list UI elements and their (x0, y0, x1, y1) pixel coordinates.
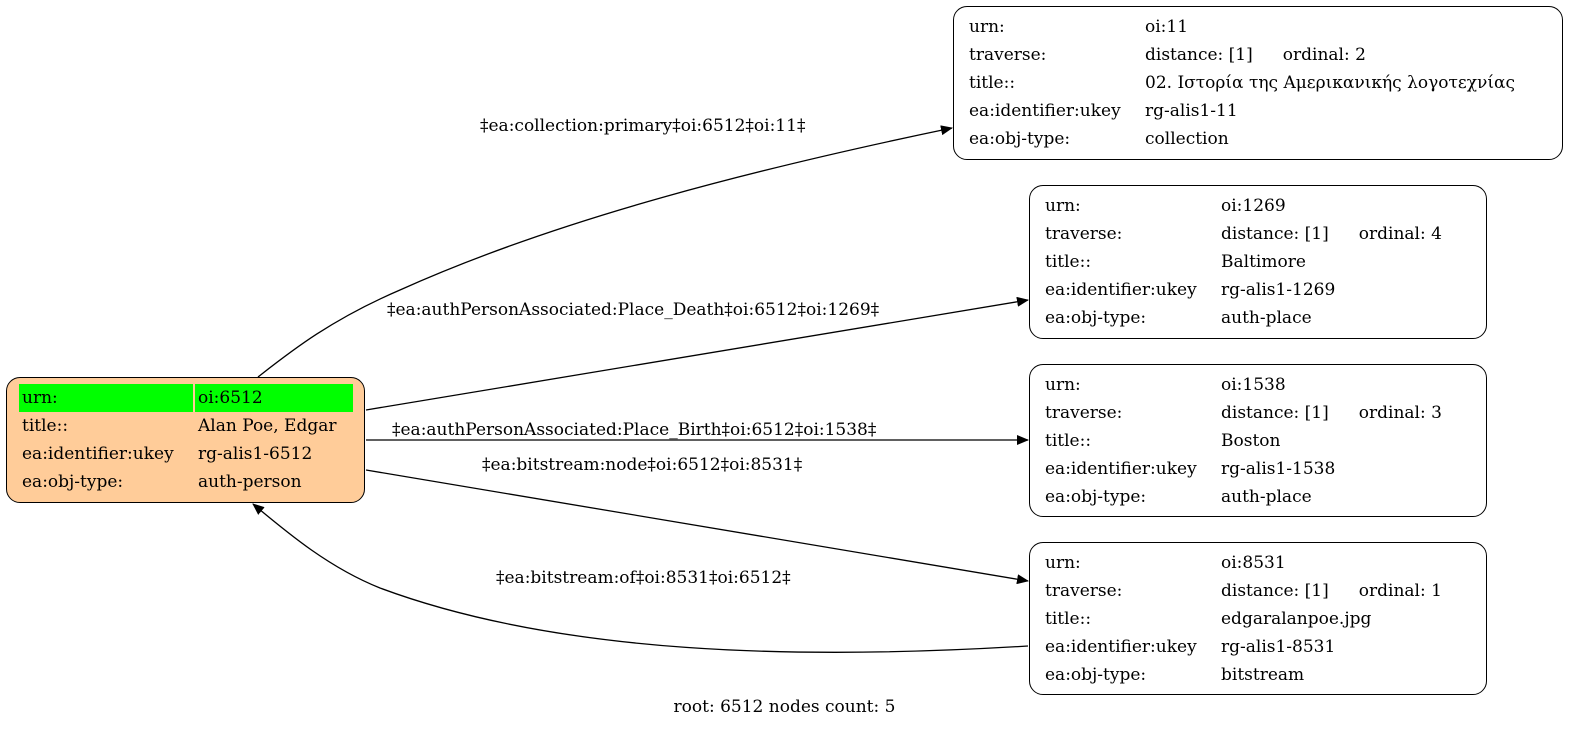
node-value: auth-place (1221, 487, 1312, 507)
node-key: ea:obj-type: (1045, 665, 1147, 685)
node-value: distance: [1] ordinal: 1 (1218, 577, 1445, 605)
node-value: oi:1269 (1221, 196, 1286, 216)
node-oi-8531[interactable]: urn: oi:8531 traverse: distance: [1] ordin… (1029, 542, 1487, 695)
node-key: title:: (22, 416, 69, 436)
node-value: oi:8531 (1221, 553, 1286, 573)
ordinal-value: ordinal: 2 (1282, 45, 1366, 65)
node-key: title:: (969, 73, 1016, 93)
distance-value: distance: [1] (1145, 45, 1253, 65)
edge-collection-primary (257, 125, 953, 378)
node-oi-1269[interactable]: urn: oi:1269 traverse: distance: [1] ordin… (1029, 185, 1487, 339)
node-key: title:: (1045, 431, 1092, 451)
node-key: ea:identifier:ukey (1045, 459, 1197, 479)
ordinal-value: ordinal: 4 (1358, 224, 1442, 244)
node-value: Baltimore (1221, 252, 1306, 272)
node-key: ea:obj-type: (1045, 308, 1147, 328)
distance-value: distance: [1] (1221, 403, 1329, 423)
node-value: collection (1145, 129, 1229, 149)
node-key: urn: (1045, 196, 1081, 216)
node-value: rg-alis1-1269 (1221, 280, 1336, 300)
node-value: bitstream (1221, 665, 1305, 685)
distance-value: distance: [1] (1221, 224, 1329, 244)
node-row: title:: Alan Poe, Edgar (19, 412, 353, 440)
node-value: rg-alis1-1538 (1221, 459, 1336, 479)
edge-label-collection-primary: ‡ea:collection:primary‡oi:6512‡oi:11‡ (480, 116, 806, 136)
node-oi-11[interactable]: urn: oi:11 traverse: distance: [1] ordinal… (953, 6, 1563, 160)
node-value: rg-alis1-6512 (198, 444, 313, 464)
node-key: ea:identifier:ukey (22, 444, 174, 464)
node-oi-1538[interactable]: urn: oi:1538 traverse: distance: [1] ordin… (1029, 364, 1487, 517)
node-key: ea:obj-type: (969, 129, 1071, 149)
node-value: oi:1538 (1221, 375, 1286, 395)
node-key: traverse: (969, 45, 1047, 65)
edge-place-death (365, 296, 1029, 411)
edge-label-place-birth: ‡ea:authPersonAssociated:Place_Birth‡oi:… (392, 420, 877, 440)
node-value: 02. Ιστορία της Αμερικανικής λογοτεχνίας (1145, 73, 1516, 93)
node-key: urn: (19, 384, 193, 412)
node-key: traverse: (1045, 224, 1123, 244)
node-value: distance: [1] ordinal: 3 (1218, 399, 1445, 427)
node-value: edgaralanpoe.jpg (1221, 609, 1372, 629)
node-value: auth-person (198, 472, 302, 492)
node-key: traverse: (1045, 581, 1123, 601)
node-value: Alan Poe, Edgar (198, 416, 337, 436)
node-value: auth-place (1221, 308, 1312, 328)
node-value: distance: [1] ordinal: 2 (1142, 41, 1518, 69)
edge-label-place-death: ‡ea:authPersonAssociated:Place_Death‡oi:… (387, 300, 880, 320)
edge-bitstream-node (365, 469, 1029, 585)
node-row: ea:obj-type: auth-person (19, 468, 353, 496)
node-key: urn: (1045, 375, 1081, 395)
node-value: oi:11 (1145, 17, 1189, 37)
node-row: urn: oi:6512 (19, 384, 353, 412)
ordinal-value: ordinal: 1 (1358, 581, 1442, 601)
node-key: urn: (1045, 553, 1081, 573)
edge-label-bitstream-of: ‡ea:bitstream:of‡oi:8531‡oi:6512‡ (496, 568, 791, 588)
graph-caption: root: 6512 nodes count: 5 (673, 697, 896, 717)
node-key: ea:obj-type: (1045, 487, 1147, 507)
ordinal-value: ordinal: 3 (1358, 403, 1442, 423)
node-row: ea:identifier:ukey rg-alis1-6512 (19, 440, 353, 468)
node-key: title:: (1045, 609, 1092, 629)
node-value: rg-alis1-8531 (1221, 637, 1336, 657)
node-value: distance: [1] ordinal: 4 (1218, 220, 1445, 248)
node-key: ea:obj-type: (22, 472, 124, 492)
node-key: urn: (969, 17, 1005, 37)
distance-value: distance: [1] (1221, 581, 1329, 601)
node-value: rg-alis1-11 (1145, 101, 1238, 121)
node-value: oi:6512 (195, 384, 353, 412)
node-root-oi-6512[interactable]: urn: oi:6512 title:: Alan Poe, Edgar ea:… (6, 377, 365, 503)
node-key: traverse: (1045, 403, 1123, 423)
node-key: title:: (1045, 252, 1092, 272)
node-value: Boston (1221, 431, 1281, 451)
node-key: ea:identifier:ukey (1045, 637, 1197, 657)
node-key: ea:identifier:ukey (969, 101, 1121, 121)
edge-label-bitstream-node: ‡ea:bitstream:node‡oi:6512‡oi:8531‡ (482, 455, 803, 475)
edge-bitstream-of (252, 503, 1029, 653)
node-key: ea:identifier:ukey (1045, 280, 1197, 300)
